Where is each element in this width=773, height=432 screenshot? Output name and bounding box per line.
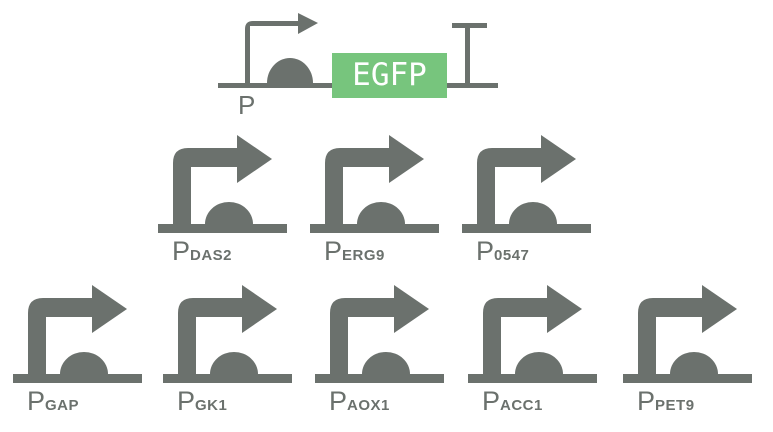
promoter-arrowhead-icon	[298, 13, 318, 34]
egfp-gene-box: EGFP	[332, 53, 447, 98]
promoter-label-main: P	[329, 386, 348, 416]
promoter-label-sub: ACC1	[500, 397, 543, 414]
promoter-unit-0547: P0547	[462, 135, 591, 265]
promoter-label-sub: PET9	[655, 397, 695, 414]
expression-construct: EGFP P	[218, 10, 498, 120]
promoter-unit-erg9: PERG9	[310, 135, 439, 265]
promoter-icon	[623, 285, 752, 383]
promoter-label: PACC1	[482, 387, 597, 415]
promoter-label-sub: ERG9	[342, 247, 385, 264]
promoter-label-sub: 0547	[494, 247, 530, 264]
promoter-label: PPET9	[637, 387, 752, 415]
promoter-unit-gap: PGAP	[13, 285, 142, 415]
promoter-icon	[13, 285, 142, 383]
promoter-icon	[158, 135, 287, 233]
promoter-label-sub: DAS2	[190, 247, 233, 264]
promoter-label-sub: AOX1	[347, 397, 390, 414]
promoter-unit-acc1: PACC1	[468, 285, 597, 415]
promoter-label-main: P	[324, 236, 343, 266]
promoter-unit-aox1: PAOX1	[315, 285, 444, 415]
promoter-unit-das2: PDAS2	[158, 135, 287, 265]
gene-label: EGFP	[352, 57, 427, 93]
terminator-stem-icon	[465, 23, 470, 83]
promoter-label-main: P	[637, 386, 656, 416]
promoter-label: PERG9	[324, 237, 439, 265]
promoter-label: PDAS2	[172, 237, 287, 265]
promoter-icon	[310, 135, 439, 233]
promoter-icon	[163, 285, 292, 383]
promoter-label-sub: GK1	[195, 397, 228, 414]
promoter-icon	[462, 135, 591, 233]
promoter-label-main: P	[476, 236, 495, 266]
rbs-dome-icon	[267, 58, 313, 83]
terminator-cap-icon	[452, 23, 487, 28]
construct-promoter-label: P	[238, 90, 256, 120]
promoter-unit-pet9: PPET9	[623, 285, 752, 415]
promoter-unit-gk1: PGK1	[163, 285, 292, 415]
promoter-icon	[315, 285, 444, 383]
promoter-label-sub: GAP	[45, 397, 80, 414]
promoter-label-main: P	[177, 386, 196, 416]
promoter-icon	[468, 285, 597, 383]
promoter-label-main: P	[27, 386, 46, 416]
promoter-label-main: P	[172, 236, 191, 266]
promoter-label: PAOX1	[329, 387, 444, 415]
promoter-label: PGAP	[27, 387, 142, 415]
promoter-label: PGK1	[177, 387, 292, 415]
promoter-label-main: P	[482, 386, 501, 416]
promoter-label: P0547	[476, 237, 591, 265]
